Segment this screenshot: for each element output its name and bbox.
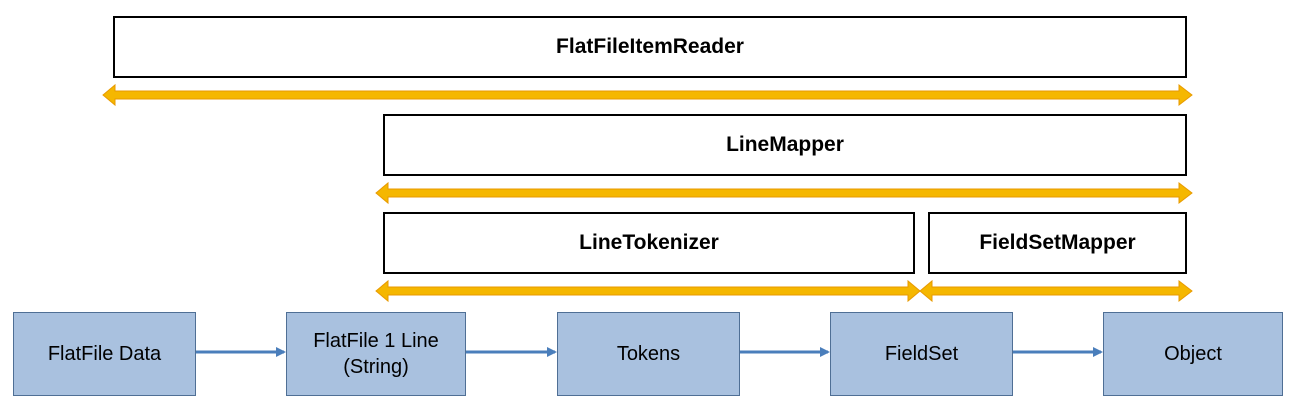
node-flatfile-line-label: FlatFile 1 Line xyxy=(313,330,439,352)
node-fieldset-label: FieldSet xyxy=(884,343,959,365)
node-object-label: Object xyxy=(1164,343,1222,365)
node-flatfile-line: FlatFile 1 Line (String) xyxy=(286,312,466,396)
node-tokens-label: Tokens xyxy=(616,343,681,365)
flatfileitemreader-label: FlatFileItemReader xyxy=(556,35,744,58)
node-object: Object xyxy=(1103,312,1283,396)
linetokenizer-box: LineTokenizer xyxy=(383,212,915,274)
node-tokens: Tokens xyxy=(557,312,740,396)
node-flatfile-data-label: FlatFile Data xyxy=(47,343,162,365)
flatfileitemreader-box: FlatFileItemReader xyxy=(113,16,1187,78)
node-flatfile-data: FlatFile Data xyxy=(13,312,196,396)
range-arrow-fieldsetmapper xyxy=(919,279,1193,303)
linemapper-label: LineMapper xyxy=(726,133,844,156)
node-flatfile-line-type: (String) xyxy=(343,356,409,378)
node-fieldset: FieldSet xyxy=(830,312,1013,396)
range-arrow-linemapper xyxy=(375,181,1193,205)
fieldsetmapper-box: FieldSetMapper xyxy=(928,212,1187,274)
linemapper-box: LineMapper xyxy=(383,114,1187,176)
range-arrow-linetokenizer xyxy=(375,279,921,303)
linetokenizer-label: LineTokenizer xyxy=(579,231,719,254)
range-arrow-flatfileitemreader xyxy=(102,83,1193,107)
fieldsetmapper-label: FieldSetMapper xyxy=(979,231,1136,254)
